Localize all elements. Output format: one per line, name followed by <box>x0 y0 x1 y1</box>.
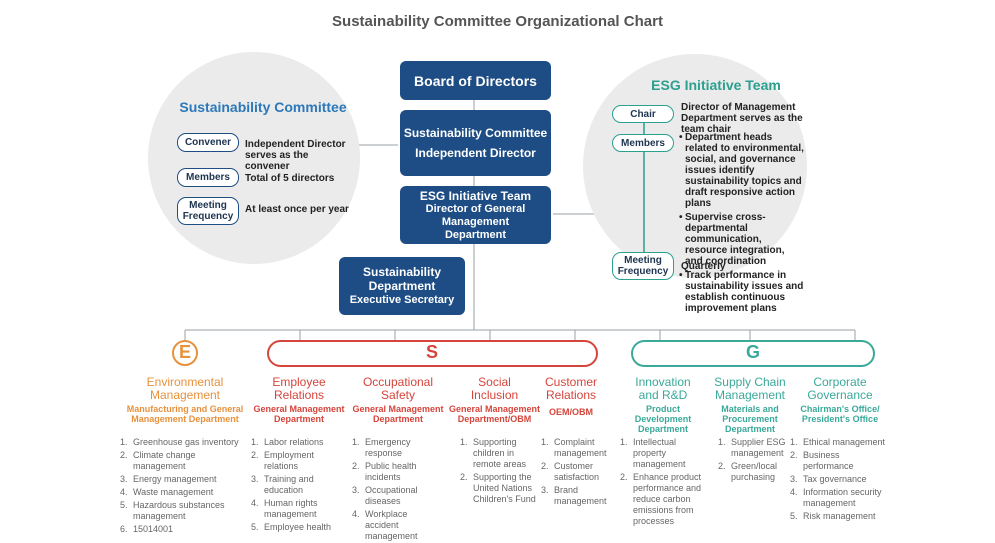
convener-text: Independent Director serves as the conve… <box>245 139 346 172</box>
list-item: 2.Climate change management <box>120 450 196 471</box>
convener-pill: Convener <box>177 133 239 152</box>
members-pill: Members <box>177 168 239 187</box>
supply-chain-list: 1.Supplier ESG management 2.Green/local … <box>718 437 790 485</box>
column-header-environmental: Environmental Management Manufacturing a… <box>126 375 244 425</box>
list-item: 2.Customer satisfaction <box>541 461 600 482</box>
board-of-directors-label: Board of Directors <box>414 72 537 89</box>
members-bullets: •Department heads related to environment… <box>679 132 804 314</box>
customer-relations-list: 1.Complaint management 2.Customer satisf… <box>541 437 609 509</box>
sustainability-department-box: Sustainability Department Executive Secr… <box>339 257 465 315</box>
sustainability-committee-title: Sustainability Committee <box>179 99 347 115</box>
column-header-supply-chain: Supply Chain Management Materials and Pr… <box>714 375 786 435</box>
esg-initiative-box: ESG Initiative Team Director of General … <box>400 186 551 244</box>
meeting-frequency-text: At least once per year <box>245 204 349 215</box>
esg-initiative-title: ESG Initiative Team <box>651 77 781 93</box>
column-header-governance: Corporate Governance Chairman's Office/ … <box>800 375 880 425</box>
list-item: 1.Ethical management <box>790 437 886 447</box>
list-item: 5.Hazardous substances management <box>120 500 225 521</box>
column-header-social-inclusion: Social Inclusion General Management Depa… <box>448 375 541 425</box>
members-text: Total of 5 directors <box>245 173 335 184</box>
environmental-list: 1.Greenhouse gas inventory 2.Climate cha… <box>120 437 247 537</box>
list-item: 3.Training and education <box>251 474 314 495</box>
innovation-list: 1.Intellectual property management 2.Enh… <box>620 437 714 529</box>
column-header-occupational: Occupational Safety General Management D… <box>352 375 444 425</box>
social-letter: S <box>425 342 438 362</box>
column-header-customer: Customer Relations OEM/OBM <box>544 375 597 418</box>
column-header-innovation: Innovation and R&D Product Development D… <box>634 375 692 435</box>
list-item: 3.Brand management <box>541 485 607 506</box>
members-bullet-1: Department heads related to environmenta… <box>685 132 804 209</box>
chair-pill: Chair <box>612 105 674 123</box>
list-item: 1.Greenhouse gas inventory <box>120 437 239 447</box>
list-item: 4.Information security management <box>790 487 882 508</box>
list-item: 2.Supporting the United Nations Children… <box>460 472 536 504</box>
meeting-frequency-pill: Meeting Frequency <box>177 197 239 225</box>
list-item: 5.Employee health <box>251 522 332 532</box>
column-header-employee: Employee Relations General Management De… <box>253 375 345 425</box>
list-item: 1.Intellectual property management <box>620 437 686 469</box>
committee-line1: Sustainability Committee <box>403 126 548 140</box>
list-item: 2.Enhance product performance and reduce… <box>620 472 702 526</box>
members-bullet-2: Supervise cross-departmental communicati… <box>685 212 785 267</box>
list-item: 1.Supplier ESG management <box>718 437 786 458</box>
list-item: 2.Green/local purchasing <box>718 461 778 482</box>
list-item: 4.Workplace accident management <box>352 509 418 541</box>
esg-box-line2: Director of General Management Departmen… <box>425 202 526 241</box>
sustainability-committee-box: Sustainability Committee Independent Dir… <box>400 110 551 176</box>
list-item: 6.15014001 <box>120 524 174 534</box>
corporate-governance-list: 1.Ethical management 2.Business performa… <box>790 437 890 524</box>
list-item: 1.Supporting children in remote areas <box>460 437 527 469</box>
board-of-directors-box: Board of Directors <box>400 61 551 100</box>
list-item: 3.Tax governance <box>790 474 867 484</box>
committee-line2: Independent Director <box>415 146 536 160</box>
governance-letter: G <box>745 342 760 362</box>
list-item: 1.Emergency response <box>352 437 411 458</box>
meeting-frequency-pill-esg: Meeting Frequency <box>612 252 674 280</box>
list-item: 4.Waste management <box>120 487 214 497</box>
list-item: 1.Labor relations <box>251 437 324 447</box>
list-item: 5.Risk management <box>790 511 876 521</box>
list-item: 1.Complaint management <box>541 437 607 458</box>
members-pill-esg: Members <box>612 134 674 152</box>
dept-line2: Executive Secretary <box>349 294 455 306</box>
chair-text: Director of Management Department serves… <box>681 102 803 135</box>
employee-relations-list: 1.Labor relations 2.Employment relations… <box>251 437 349 535</box>
list-item: 2.Public health incidents <box>352 461 417 482</box>
dept-line1: Sustainability Department <box>362 265 442 293</box>
list-item: 2.Employment relations <box>251 450 315 471</box>
social-inclusion-list: 1.Supporting children in remote areas 2.… <box>460 437 542 507</box>
members-bullet-3: Track performance in sustainability issu… <box>685 270 804 314</box>
esg-initiative-circle <box>583 54 807 278</box>
environmental-letter: E <box>178 342 191 362</box>
list-item: 4.Human rights management <box>251 498 318 519</box>
list-item: 3.Occupational diseases <box>352 485 418 506</box>
page-title: Sustainability Committee Organizational … <box>332 13 663 30</box>
list-item: 3.Energy management <box>120 474 217 484</box>
list-item: 2.Business performance <box>790 450 854 471</box>
sustainability-committee-circle <box>148 52 360 264</box>
esg-box-line1: ESG Initiative Team <box>419 188 532 203</box>
occupational-safety-list: 1.Emergency response 2.Public health inc… <box>352 437 448 543</box>
meeting-frequency-text-esg: Quarterly <box>681 261 726 272</box>
